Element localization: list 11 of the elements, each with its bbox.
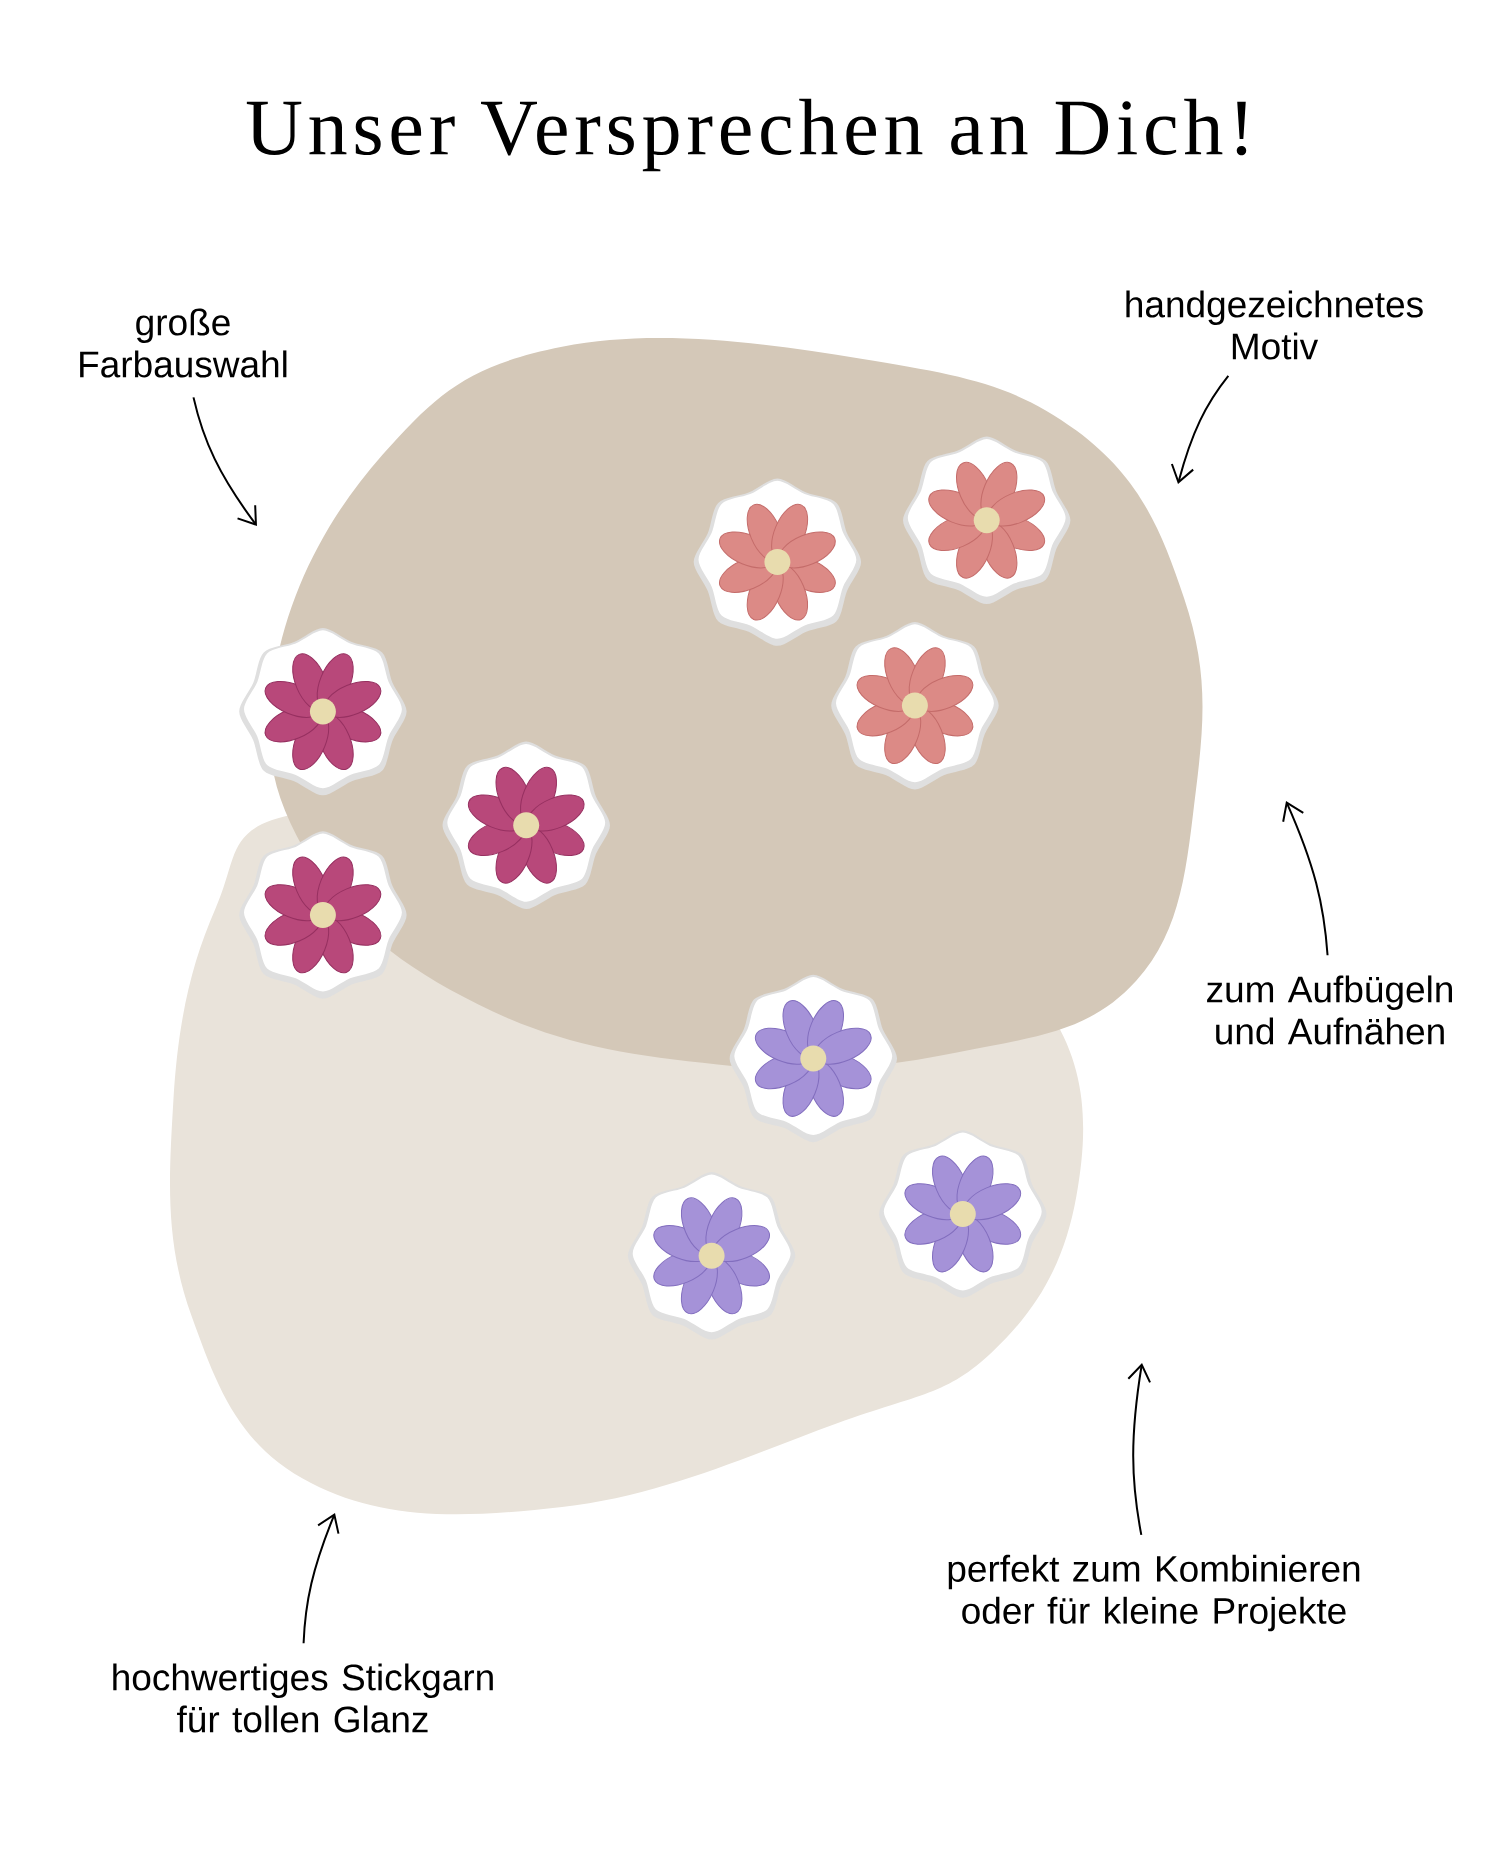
- arrow: [1127, 1363, 1152, 1536]
- arrow: [1170, 374, 1230, 484]
- arrow: [1282, 801, 1329, 957]
- callout-text: handgezeichnetes Motiv: [1126, 290, 1423, 360]
- callout-text: große Farbauswahl: [80, 308, 287, 378]
- callout-text: zum Aufbügeln und Aufnähen: [1207, 975, 1452, 1045]
- callout-text: perfekt zum Kombinieren oder für kleine Projekte: [948, 1554, 1360, 1632]
- title: Unser Versprechen an Dich!: [246, 98, 1247, 172]
- callout-text: hochwertiges Stickgarn für tollen Glanz: [113, 1663, 493, 1733]
- arrow: [302, 1513, 340, 1645]
- arrow: [192, 396, 257, 526]
